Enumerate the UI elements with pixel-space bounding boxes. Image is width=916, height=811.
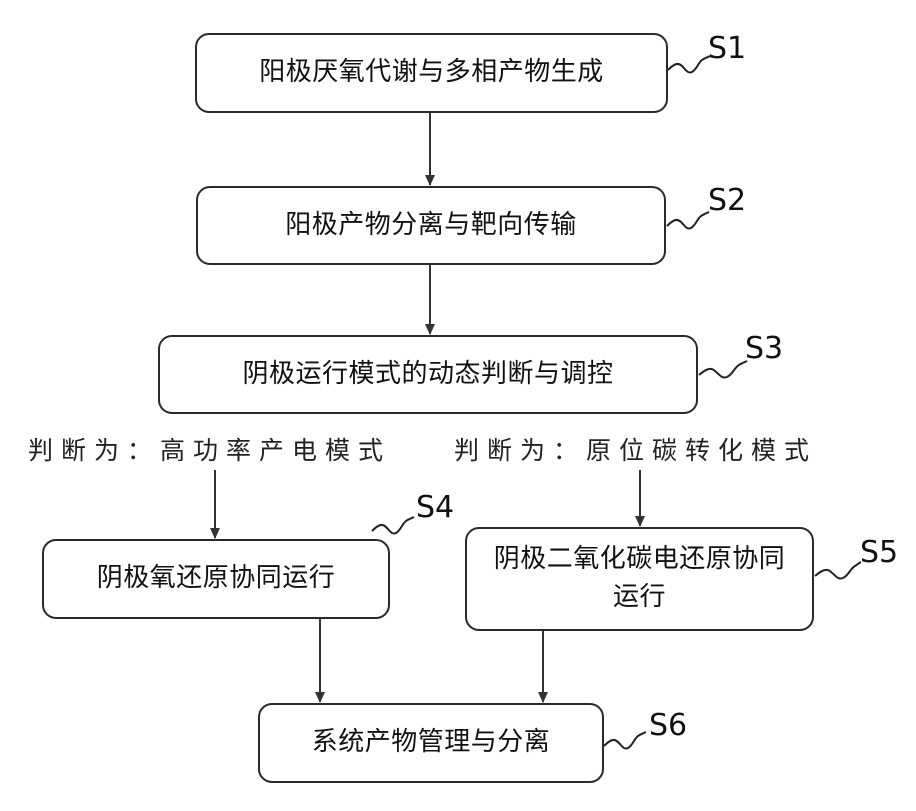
step-s3-label: S3 — [745, 334, 783, 364]
leader-s6-squiggle — [604, 732, 646, 749]
step-s4-box: 阴极氧还原协同运行 — [42, 539, 390, 619]
step-s2-box: 阳极产物分离与靶向传输 — [196, 186, 666, 265]
leader-s2-squiggle — [667, 212, 709, 229]
step-s6-label: S6 — [649, 711, 687, 741]
step-s4-text: 阴极氧还原协同运行 — [97, 560, 336, 598]
step-s1-box: 阳极厌氧代谢与多相产物生成 — [195, 33, 668, 113]
step-s5-label: S5 — [860, 538, 898, 568]
step-s2-text: 阳极产物分离与靶向传输 — [285, 207, 577, 245]
branch-label-in-situ-carbon: 判断为：原位碳转化模式 — [454, 438, 817, 463]
leader-s4-squiggle — [372, 517, 414, 534]
step-s5-text: 阴极二氧化碳电还原协同运行 — [483, 541, 796, 616]
leader-s1-squiggle — [668, 56, 710, 73]
leader-s3-squiggle — [699, 361, 747, 378]
step-s3-box: 阴极运行模式的动态判断与调控 — [158, 335, 698, 414]
step-s4-label: S4 — [416, 493, 454, 523]
branch-label-high-power: 判断为：高功率产电模式 — [28, 438, 391, 463]
step-s6-text: 系统产物管理与分离 — [312, 724, 551, 762]
step-s5-box: 阴极二氧化碳电还原协同运行 — [465, 527, 814, 631]
step-s1-text: 阳极厌氧代谢与多相产物生成 — [259, 54, 604, 92]
leader-s5-squiggle — [815, 562, 861, 579]
step-s6-box: 系统产物管理与分离 — [258, 703, 604, 783]
step-s3-text: 阴极运行模式的动态判断与调控 — [242, 356, 613, 394]
step-s2-label: S2 — [708, 186, 746, 216]
step-s1-label: S1 — [708, 34, 746, 64]
